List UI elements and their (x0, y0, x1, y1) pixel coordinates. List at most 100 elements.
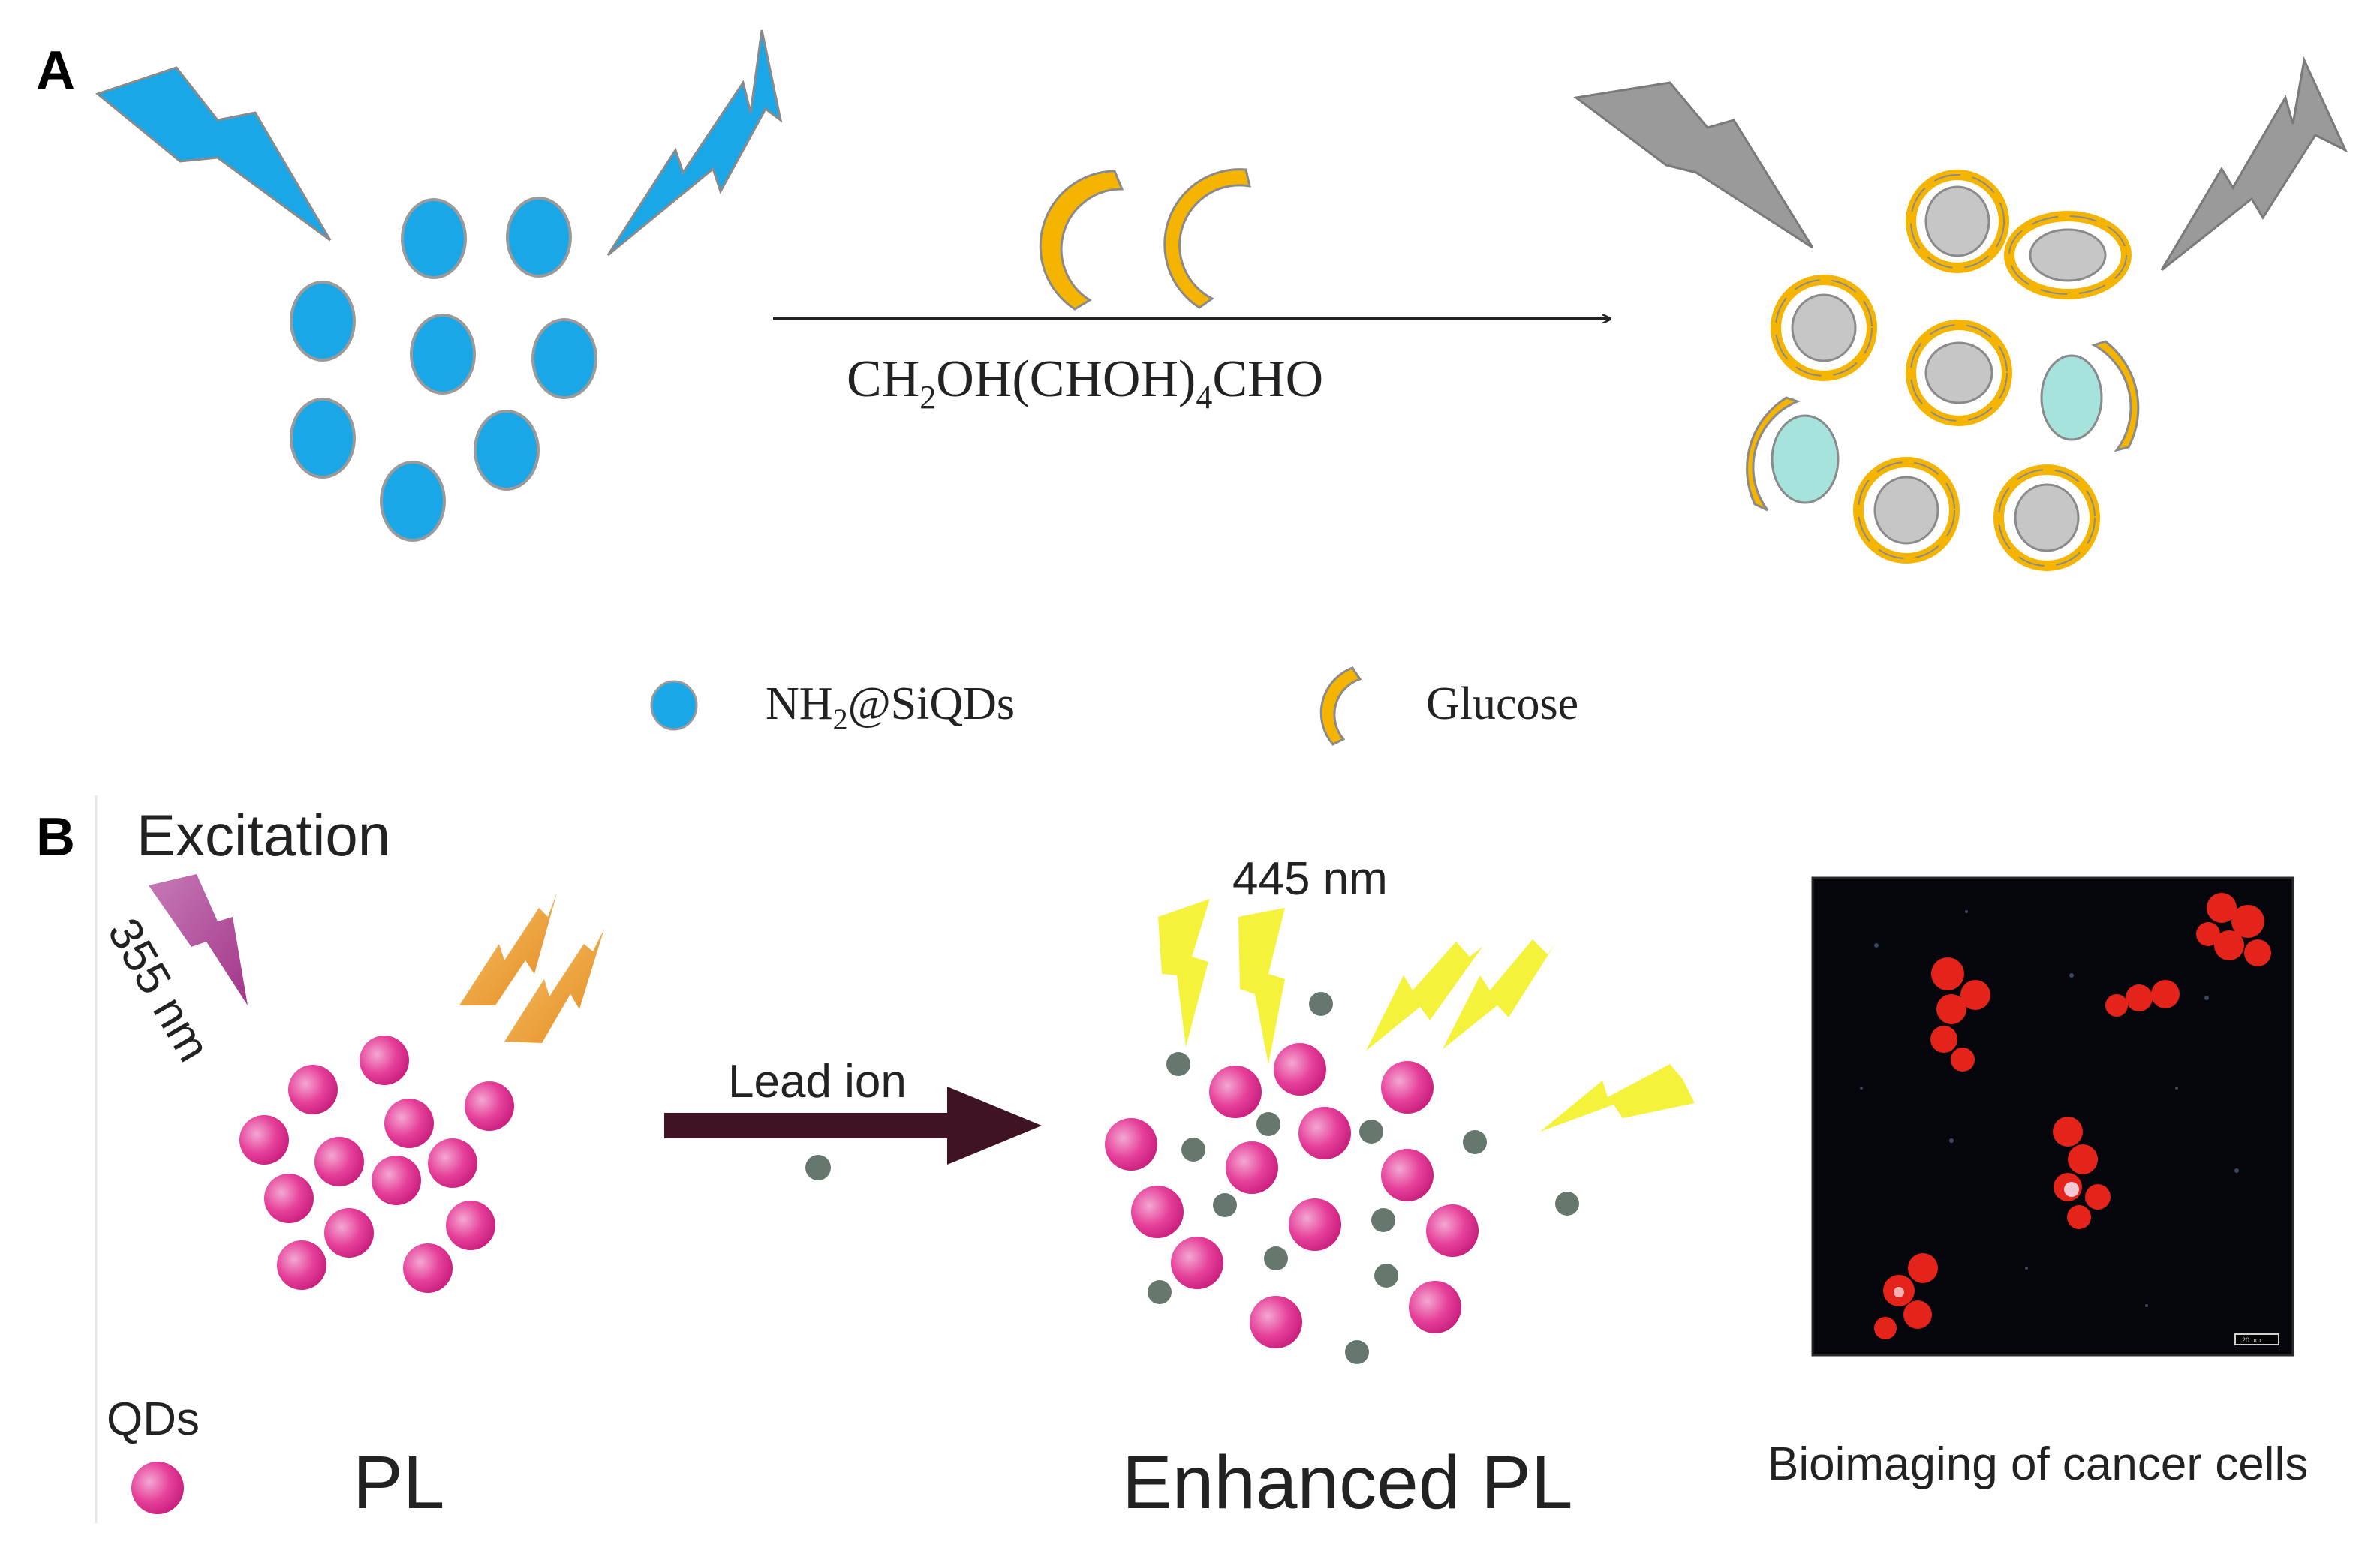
cell (2207, 893, 2237, 923)
qd-particle (384, 1099, 434, 1148)
complexed-particle (1993, 464, 2100, 571)
qd-particle (1298, 1107, 1351, 1159)
sqd-particle (290, 281, 356, 362)
sqd-particle (410, 314, 476, 395)
cell (1960, 980, 1990, 1010)
qd-particle (1105, 1118, 1157, 1171)
qd-particle (1409, 1281, 1461, 1333)
lightning-bolt-icon (95, 66, 332, 242)
complexed-particle (1771, 275, 1877, 381)
cell (1931, 957, 1964, 990)
cell (2105, 994, 2128, 1017)
reagent-formula: CH2OH(CHOH)4CHO (847, 350, 1323, 416)
cell (2085, 1184, 2111, 1210)
cell (2151, 980, 2180, 1008)
qd-particle (239, 1115, 289, 1165)
lead-ion-dot (1264, 1246, 1288, 1270)
lightning-bolt-icon (2160, 56, 2348, 272)
emission-lightning-icon (1443, 939, 1555, 1049)
cell (2214, 930, 2244, 960)
lead-ion-dot (1374, 1264, 1398, 1288)
scale-bar (2234, 1333, 2279, 1345)
qd-particle (372, 1156, 421, 1205)
lead-ion-dot (1213, 1193, 1237, 1217)
legend-sqd-label: NH2@SiQDs (766, 678, 1015, 736)
sqd-particle (474, 410, 540, 491)
lightning-bolt-icon (1573, 81, 1814, 249)
cell (1903, 1300, 1932, 1329)
cell (1930, 1026, 1957, 1053)
qd-particle (1226, 1141, 1278, 1194)
pl-label: PL (353, 1441, 444, 1525)
glucose-icon (1163, 168, 1251, 309)
complexed-particle (1853, 457, 1960, 564)
panel-a-label: A (36, 41, 75, 101)
lightning-bolt-icon (606, 29, 783, 257)
cell (1908, 1253, 1938, 1283)
cell (1936, 994, 1966, 1024)
legend-glucose-label: Glucose (1426, 678, 1578, 729)
cell (2196, 922, 2220, 946)
qd-particle (360, 1036, 409, 1085)
qd-particle (288, 1065, 338, 1114)
cell (2067, 1205, 2091, 1229)
sqd-particle (290, 398, 356, 479)
panel-b-label: B (36, 807, 75, 867)
qd-particle (446, 1201, 495, 1250)
emission-lightning-icon (504, 929, 604, 1043)
emission-lightning-icon (459, 893, 557, 1005)
glucose-icon (1039, 170, 1124, 311)
emission-lightning-icon (1238, 908, 1285, 1064)
qd-particle (277, 1240, 326, 1290)
cell (2126, 984, 2153, 1011)
sqd-cluster (290, 197, 597, 542)
bioimaging-micrograph: 20 µm (1811, 876, 2294, 1357)
sqd-particle (380, 461, 446, 542)
lead-ion-dot (1256, 1112, 1280, 1136)
emission-lightning-icon (1158, 899, 1210, 1047)
enhanced-qd-cluster (1105, 992, 1579, 1364)
excitation-lightning-icon (149, 874, 248, 1005)
qd-particle (1131, 1186, 1184, 1238)
legend-sqd-swatch (650, 680, 698, 731)
qd-particle (1426, 1204, 1479, 1257)
lead-ion-dot (805, 1155, 831, 1180)
emission-lightning-icon (1540, 1064, 1695, 1132)
qd-particle (1209, 1066, 1262, 1118)
lead-ion-dot (1309, 992, 1333, 1016)
lead-ion-dot (1359, 1120, 1383, 1144)
complexed-particle (1906, 170, 2009, 273)
qd-particle (428, 1138, 477, 1188)
legend: NH2@SiQDs Glucose (650, 666, 1578, 746)
qd-particle (1289, 1198, 1341, 1251)
qd-particle (403, 1243, 453, 1293)
cell (2068, 1144, 2098, 1174)
sqd-particle (506, 197, 572, 278)
lead-ion-dot (1345, 1340, 1369, 1364)
enhanced-pl-label: Enhanced PL (1122, 1441, 1573, 1525)
lead-ion-dot (1148, 1280, 1172, 1304)
panel-a: A CH2OH(CHOH)4CHO (36, 29, 2348, 746)
glucose-icon (1319, 666, 1362, 746)
partially-bound-particle (1746, 396, 1840, 512)
sqd-particle (531, 318, 597, 399)
partially-bound-particle (2040, 340, 2140, 452)
qd-particle (1274, 1043, 1326, 1096)
qd-particle (465, 1081, 514, 1131)
cell (2053, 1117, 2083, 1147)
lead-ion-arrow (664, 1087, 1042, 1165)
qds-legend-label: QDs (107, 1393, 200, 1445)
lead-ion-dot (1371, 1208, 1395, 1232)
lead-ion-dot (1181, 1138, 1205, 1162)
cell (1951, 1048, 1975, 1072)
complexed-particle (1906, 320, 2012, 426)
qd-particle (1171, 1237, 1223, 1289)
scale-bar-label: 20 µm (2242, 1336, 2261, 1344)
qd-legend-swatch (131, 1462, 184, 1514)
complexed-particle (2004, 211, 2132, 299)
qd-particle (314, 1137, 364, 1186)
enhanced-emission-bolts (1158, 899, 1695, 1132)
emission-lightning-icon (1366, 942, 1482, 1051)
panel-b: B Excitation 355 nm Lead ion (36, 795, 2308, 1525)
